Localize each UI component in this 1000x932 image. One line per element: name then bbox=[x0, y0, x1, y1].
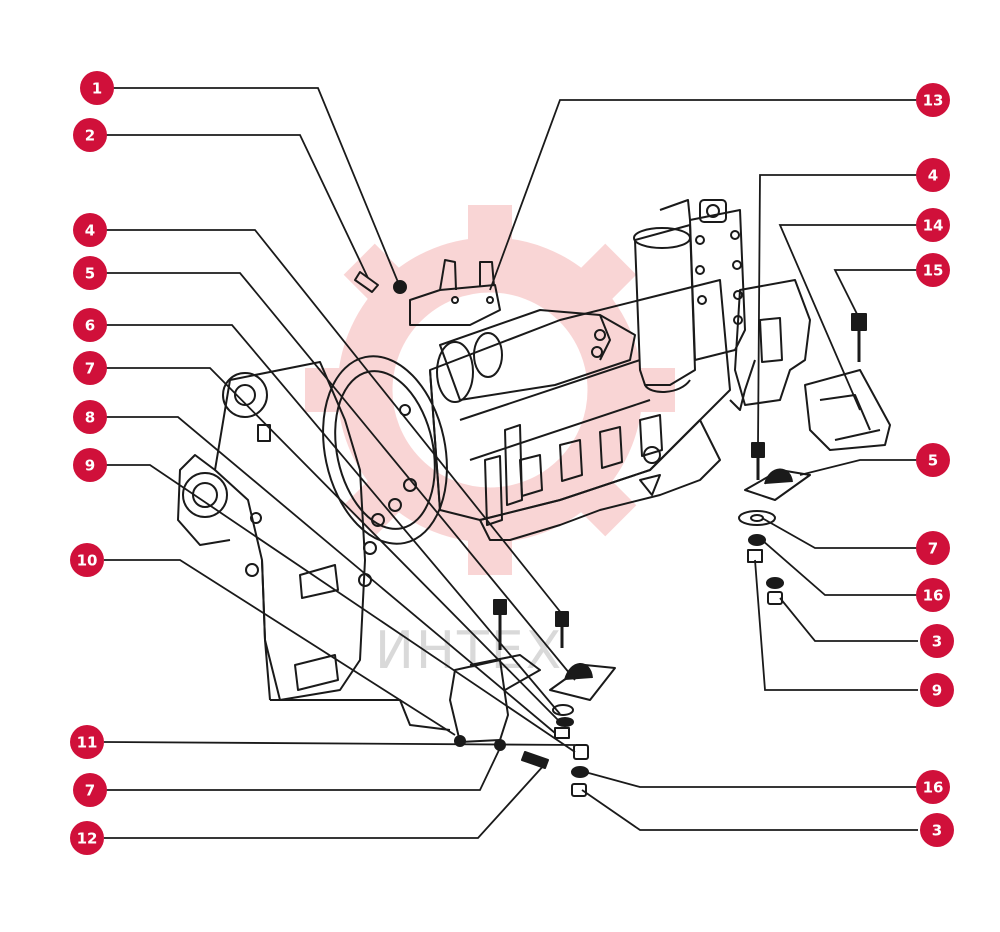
callout-badge bbox=[916, 443, 950, 477]
callout-c3a: 3 bbox=[920, 624, 954, 658]
leader-1 bbox=[112, 87, 401, 288]
callout-number: 7 bbox=[85, 782, 95, 800]
callout-number: 8 bbox=[85, 409, 95, 427]
callout-c13: 13 bbox=[916, 83, 950, 117]
callout-number: 3 bbox=[932, 822, 942, 840]
callout-c5b: 5 bbox=[916, 443, 950, 477]
leader-lines bbox=[103, 87, 918, 839]
leader-3a bbox=[779, 597, 918, 642]
callout-c12: 12 bbox=[70, 821, 104, 855]
callout-badge bbox=[920, 813, 954, 847]
leader-13 bbox=[489, 99, 918, 291]
callout-number: 5 bbox=[85, 265, 95, 283]
callout-badge bbox=[916, 770, 950, 804]
callout-badge bbox=[70, 725, 104, 759]
callout-number: 7 bbox=[85, 360, 95, 378]
callout-number: 14 bbox=[923, 217, 944, 235]
callout-c6: 6 bbox=[73, 308, 107, 342]
callout-c8: 8 bbox=[73, 400, 107, 434]
callout-badge bbox=[70, 543, 104, 577]
callout-number: 3 bbox=[932, 633, 942, 651]
callout-badge bbox=[73, 308, 107, 342]
callout-badge bbox=[70, 821, 104, 855]
leader-16a bbox=[761, 539, 918, 596]
callout-badge bbox=[73, 400, 107, 434]
callout-number: 9 bbox=[932, 682, 942, 700]
callout-number: 4 bbox=[928, 167, 938, 185]
callout-number: 1 bbox=[92, 80, 102, 98]
callout-badge bbox=[916, 83, 950, 117]
callout-number: 12 bbox=[77, 830, 98, 848]
callout-number: 11 bbox=[77, 734, 98, 752]
callout-badge bbox=[920, 673, 954, 707]
callout-badge bbox=[80, 71, 114, 105]
callout-badge bbox=[916, 253, 950, 287]
callout-badge bbox=[73, 213, 107, 247]
callout-number: 4 bbox=[85, 222, 95, 240]
callout-c7a: 7 bbox=[73, 351, 107, 385]
callout-badge bbox=[73, 256, 107, 290]
leader-14 bbox=[778, 224, 918, 411]
callout-c7b: 7 bbox=[73, 773, 107, 807]
leader-7b bbox=[104, 747, 501, 791]
callout-badge bbox=[73, 773, 107, 807]
callout-c7c: 7 bbox=[916, 531, 950, 565]
leader-3b bbox=[581, 789, 918, 831]
callout-c9a: 9 bbox=[73, 448, 107, 482]
leader-9b bbox=[754, 559, 918, 691]
leader-2 bbox=[104, 134, 369, 279]
callout-number: 9 bbox=[85, 457, 95, 475]
leader-6 bbox=[104, 324, 561, 715]
leader-5b bbox=[799, 459, 918, 476]
callout-c10: 10 bbox=[70, 543, 104, 577]
callout-c2: 2 bbox=[73, 118, 107, 152]
leader-4b bbox=[757, 174, 918, 446]
callout-c4b: 4 bbox=[916, 158, 950, 192]
callout-number: 16 bbox=[923, 779, 944, 797]
leader-4a bbox=[104, 229, 563, 615]
callout-c14: 14 bbox=[916, 208, 950, 242]
callout-number: 13 bbox=[923, 92, 944, 110]
callout-badge bbox=[73, 351, 107, 385]
callout-c9b: 9 bbox=[920, 673, 954, 707]
leader-16b bbox=[584, 771, 918, 788]
callout-badge bbox=[916, 158, 950, 192]
callout-c5a: 5 bbox=[73, 256, 107, 290]
callout-number: 6 bbox=[85, 317, 95, 335]
callout-badge bbox=[73, 118, 107, 152]
callout-badge bbox=[916, 208, 950, 242]
leader-7c bbox=[761, 517, 918, 549]
callout-c4a: 4 bbox=[73, 213, 107, 247]
callout-number: 16 bbox=[923, 587, 944, 605]
callout-number: 15 bbox=[923, 262, 944, 280]
watermark-text: ИНТЕХ bbox=[375, 621, 563, 681]
leader-9a bbox=[104, 464, 576, 753]
callout-c1: 1 bbox=[80, 71, 114, 105]
callout-c16a: 16 bbox=[916, 578, 950, 612]
callout-number: 10 bbox=[77, 552, 98, 570]
callout-number: 5 bbox=[928, 452, 938, 470]
callout-number: 7 bbox=[928, 540, 938, 558]
leader-15 bbox=[833, 269, 918, 317]
callout-badge bbox=[916, 578, 950, 612]
watermark-logo bbox=[305, 205, 675, 575]
callout-c3b: 3 bbox=[920, 813, 954, 847]
callout-c15: 15 bbox=[916, 253, 950, 287]
callout-badge bbox=[920, 624, 954, 658]
callout-c16b: 16 bbox=[916, 770, 950, 804]
gear-icon bbox=[305, 205, 675, 575]
leader-7a bbox=[104, 367, 561, 723]
leader-12 bbox=[104, 763, 546, 839]
callout-number: 2 bbox=[85, 127, 95, 145]
leader-11 bbox=[103, 741, 576, 746]
leader-8 bbox=[104, 416, 556, 734]
callout-c11: 11 bbox=[70, 725, 104, 759]
callout-badge bbox=[73, 448, 107, 482]
leader-10 bbox=[104, 559, 456, 736]
leader-5a bbox=[104, 272, 576, 681]
callout-badge bbox=[916, 531, 950, 565]
